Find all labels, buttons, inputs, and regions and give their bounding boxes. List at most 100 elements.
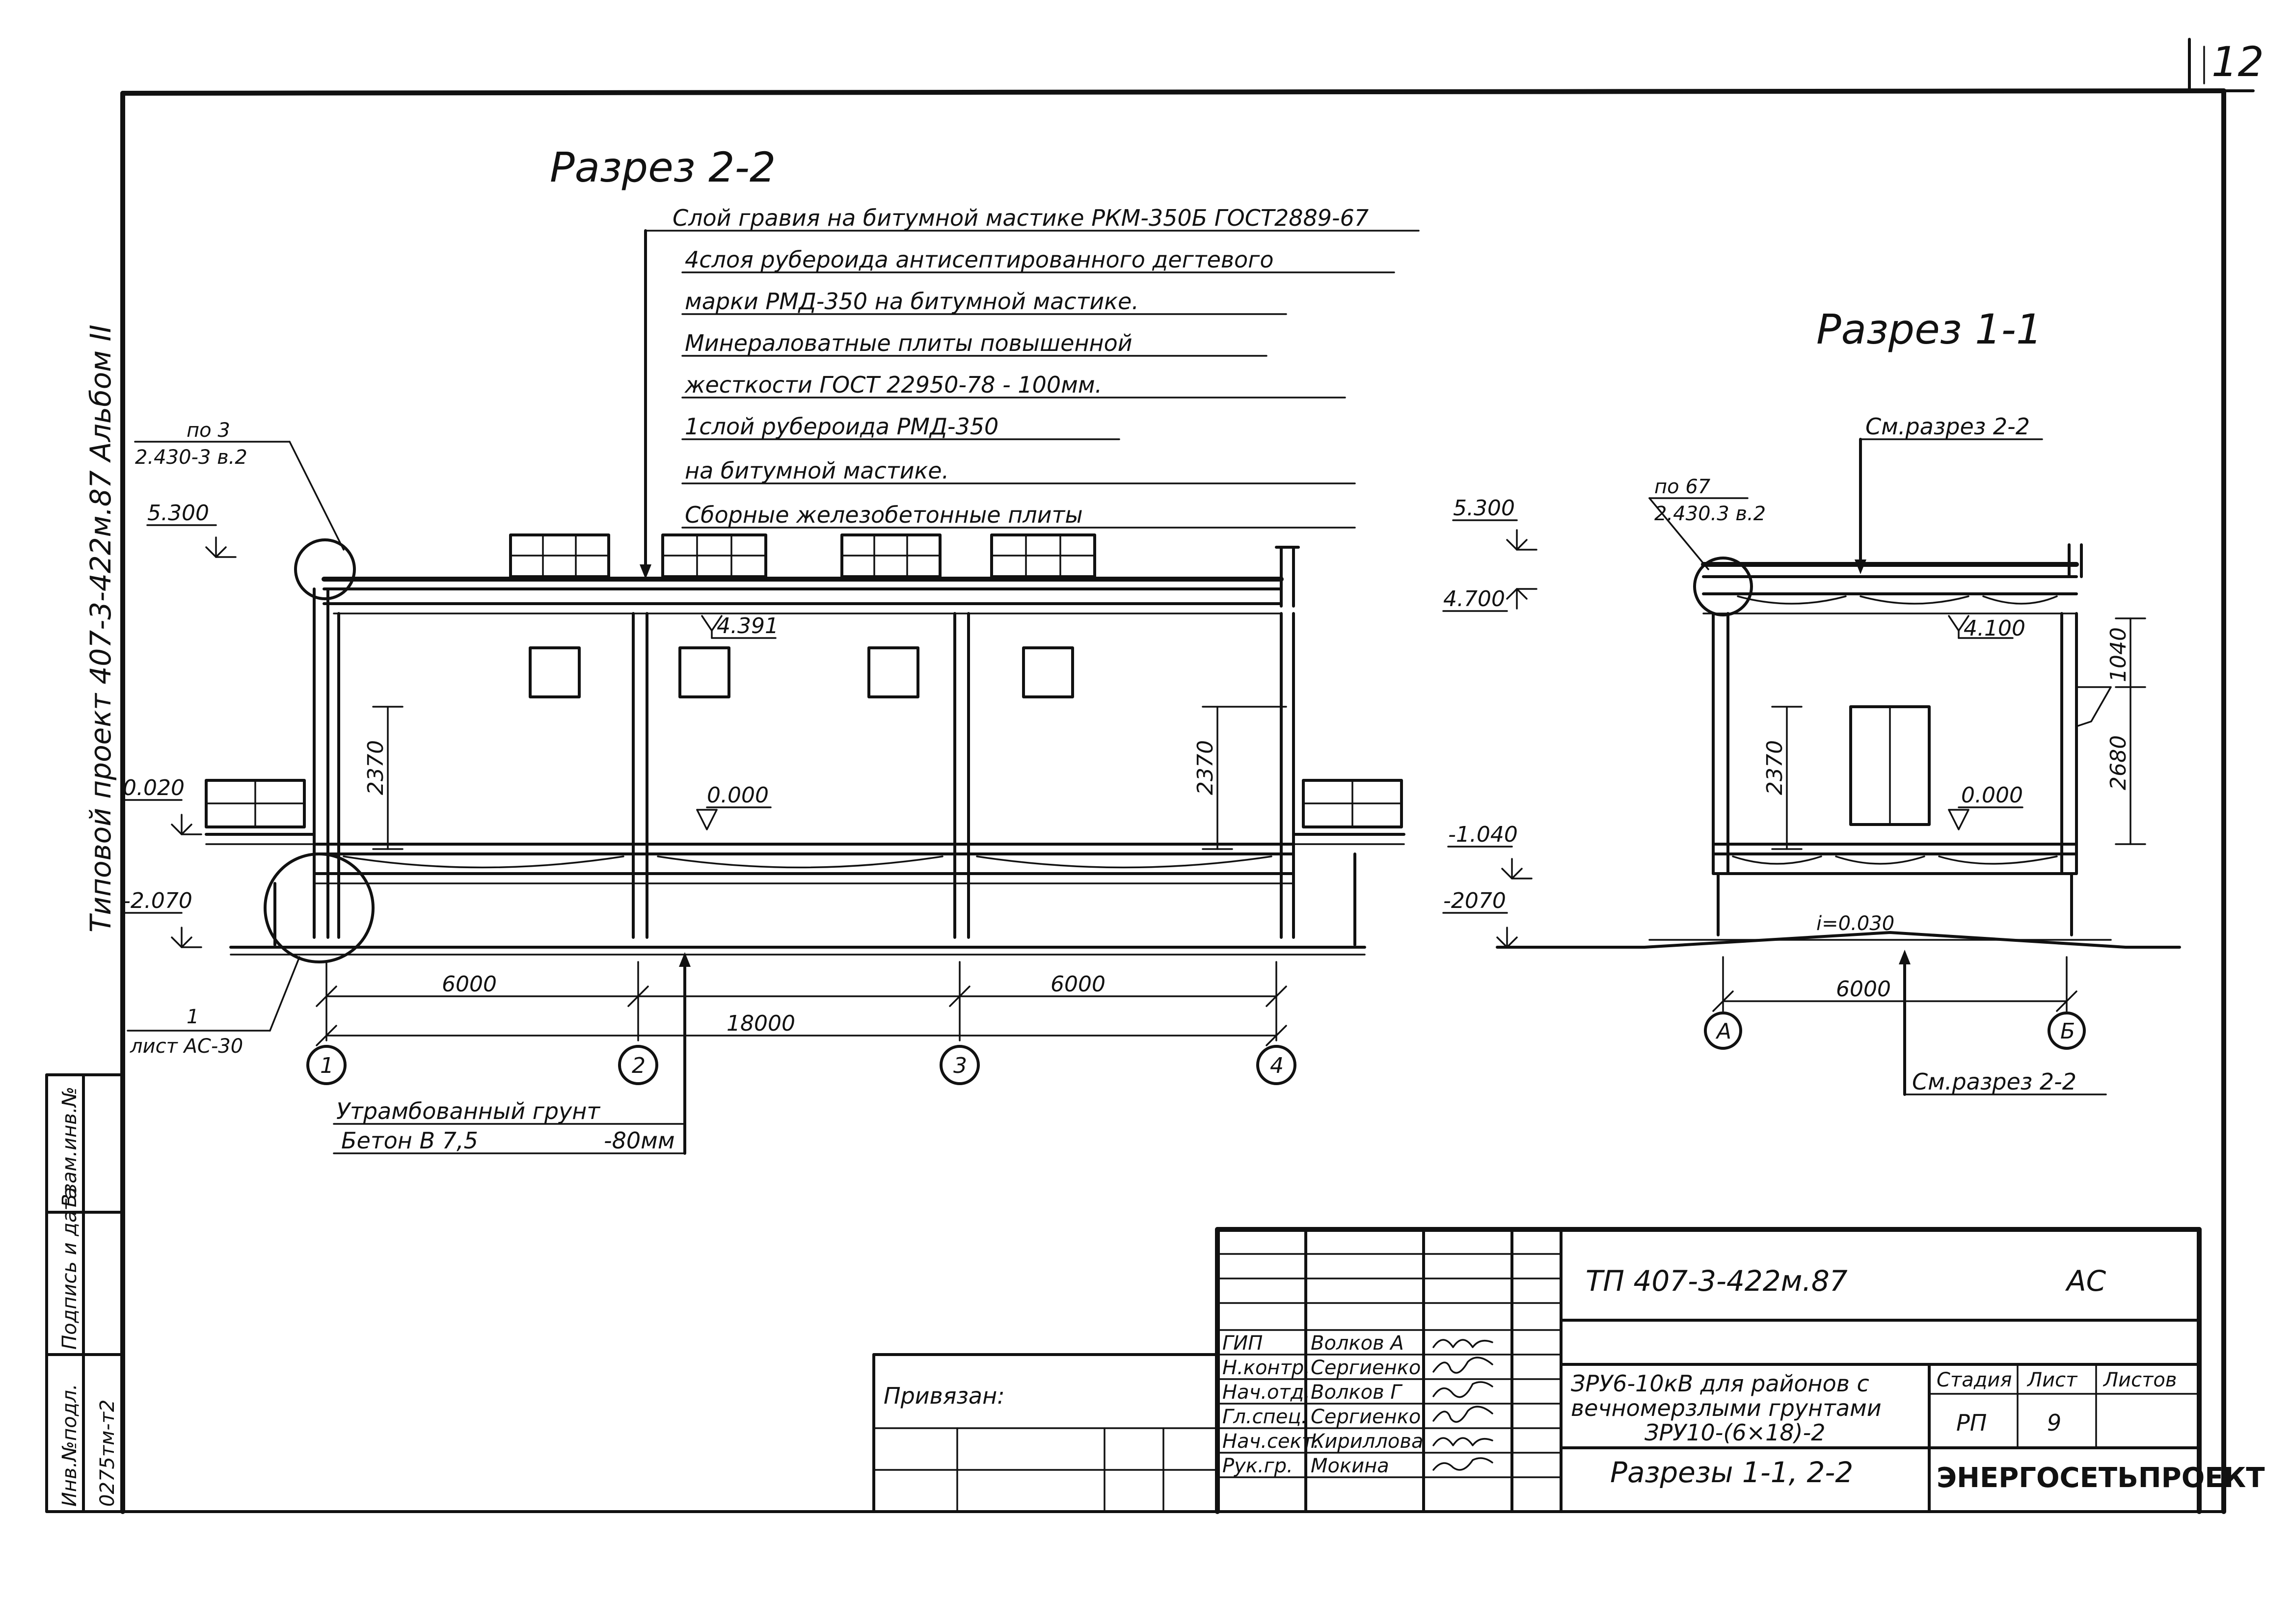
tb-object-2: вечномерзлыми грунтами <box>1571 1395 1882 1421</box>
dim-22-span-right: 6000 <box>1051 972 1105 997</box>
node-ref-11-leader <box>1648 497 1753 616</box>
elev-11-low-mark <box>1447 846 1533 879</box>
elev-22-porch-mark <box>122 799 202 835</box>
ground-note-3: -80мм <box>604 1127 675 1154</box>
tb-h-sheets: Листов <box>2102 1369 2177 1391</box>
tb-role-5: Нач.сект. <box>1222 1430 1320 1453</box>
see-22-top-leader <box>1855 438 2043 574</box>
dim-22-height-right <box>1202 706 1287 850</box>
elev-22-inner: 4.391 <box>717 613 779 639</box>
node-ref-11-1: по 67 <box>1654 476 1711 498</box>
roof-layer-7: на битумной мастике. <box>685 457 949 484</box>
node-ref-22-leader <box>134 441 356 600</box>
section-11-title: Разрез 1-1 <box>1816 305 2042 353</box>
elev-22-ground-mark <box>122 912 202 948</box>
window-4 <box>1022 646 1074 698</box>
elev-11-ground-mark <box>1442 912 1528 948</box>
skylight-3 <box>840 533 942 578</box>
see-22-top: См.разрез 2-2 <box>1865 413 2030 440</box>
roof-layer-4: Минераловатные плиты повышенной <box>685 330 1132 356</box>
elev-11-second: 4.700 <box>1443 586 1505 612</box>
axis-11-b: Б <box>2060 1019 2075 1044</box>
ground-note-1: Утрамбованный грунт <box>336 1098 600 1124</box>
elev-11-floor-mark <box>1948 806 2023 830</box>
skylight-1 <box>509 533 610 578</box>
dim-22-total: 18000 <box>727 1011 795 1036</box>
tb-name-6: Мокина <box>1311 1455 1389 1477</box>
axis-22-1: 1 <box>320 1053 334 1078</box>
dim-11-height <box>1771 706 1803 850</box>
left-stamp-inv: Инв.№подл. <box>58 1384 81 1507</box>
dim-22-height-right-label: 2370 <box>1193 740 1218 795</box>
tb-role-4: Гл.спец. <box>1222 1406 1307 1428</box>
sheet-number: 12 <box>2211 38 2264 86</box>
dim-11-span-label: 6000 <box>1836 977 1891 1002</box>
node-ref-22-2: 2.430-3 в.2 <box>135 446 247 469</box>
tb-name-2: Сергиенко <box>1311 1357 1421 1379</box>
walls-columns-22 <box>313 587 1295 939</box>
node-ref-11-2: 2.430.3 в.2 <box>1654 503 1766 525</box>
tb-object-1: ЗРУ6-10кВ для районов с <box>1571 1370 1869 1397</box>
callout-22-number: 1 <box>187 1006 199 1028</box>
dim-11-right <box>2115 617 2146 845</box>
elev-11-floor: 0.000 <box>1961 783 2023 808</box>
tb-sheet-title: Разрезы 1-1, 2-2 <box>1610 1456 1853 1489</box>
foundation-detail-circle <box>264 852 375 963</box>
axis-22-3: 3 <box>953 1053 967 1078</box>
elev-22-inner-mark <box>701 615 777 639</box>
dim-11-height-label: 2370 <box>1762 740 1787 795</box>
skylight-2 <box>661 533 767 578</box>
elev-22-top-mark <box>146 524 237 558</box>
roof-layers-leader <box>640 229 1420 579</box>
left-stamp-replace: Взам.инв.№ <box>58 1087 81 1207</box>
dim-11-right-top: 1040 <box>2106 627 2131 682</box>
tb-role-1: ГИП <box>1222 1332 1263 1355</box>
roof-layer-1: Слой гравия на битумной мастике РКМ-350Б… <box>673 205 1369 231</box>
tb-sheet: 9 <box>2047 1410 2061 1436</box>
tb-object-3: ЗРУ10-(6×18)-2 <box>1644 1419 1826 1446</box>
ground-note-2: Бетон В 7,5 <box>341 1127 478 1154</box>
callout-22-ac30 <box>127 956 300 1032</box>
left-stamp-inv-value: 0275тм-т2 <box>96 1400 119 1507</box>
axis-11-bubbles <box>1704 1012 2086 1050</box>
tb-signatures <box>1432 1339 1493 1471</box>
elev-11-top: 5.300 <box>1453 496 1515 521</box>
elev-22-porch: 0.020 <box>123 775 185 800</box>
callout-22-sheet: лист АС-30 <box>130 1035 243 1058</box>
dim-22-plan <box>316 961 1287 1046</box>
elev-22-floor-mark <box>696 806 772 830</box>
tb-role-6: Рук.гр. <box>1222 1455 1293 1477</box>
window-3 <box>867 646 919 698</box>
elev-11-second-mark <box>1442 588 1537 612</box>
roof-layer-2: 4слоя рубероида антисептированного дегте… <box>685 246 1273 273</box>
title-block-grid <box>872 1227 2202 1514</box>
left-stamp-signature: Подпись и дата <box>58 1187 81 1350</box>
porch-left <box>205 779 316 845</box>
window-1 <box>529 646 581 698</box>
skylight-4 <box>990 533 1096 578</box>
elev-11-inner-mark <box>1948 615 2014 639</box>
elev-11-low: -1.040 <box>1448 822 1518 847</box>
tb-stage: РП <box>1956 1410 1987 1436</box>
section-22-title: Разрез 2-2 <box>550 143 776 191</box>
see-22-bottom-leader <box>1899 950 2107 1096</box>
floor-structure-22 <box>229 843 1366 956</box>
tb-bound: Привязан: <box>884 1383 1005 1409</box>
tb-name-5: Кириллова <box>1311 1430 1423 1453</box>
tb-role-2: Н.контр. <box>1222 1357 1310 1379</box>
tb-h-stage: Стадия <box>1937 1369 2012 1391</box>
elev-11-inner: 4.100 <box>1964 616 2025 641</box>
tb-name-4: Сергиенко <box>1311 1406 1421 1428</box>
tb-code: ТП 407-3-422м.87 <box>1586 1264 1848 1298</box>
elev-22-ground: -2.070 <box>123 888 192 913</box>
window-2 <box>678 646 730 698</box>
tb-role-3: Нач.отд. <box>1222 1381 1310 1404</box>
slope-11: i=0.030 <box>1816 912 1894 935</box>
tb-mark: АС <box>2065 1264 2106 1298</box>
tb-h-sheet: Лист <box>2026 1369 2078 1391</box>
node-ref-22-1: по 3 <box>187 419 230 442</box>
roof-structure <box>322 546 1300 614</box>
roof-layer-8: Сборные железобетонные плиты <box>685 502 1083 528</box>
porch-right <box>1292 779 1405 845</box>
